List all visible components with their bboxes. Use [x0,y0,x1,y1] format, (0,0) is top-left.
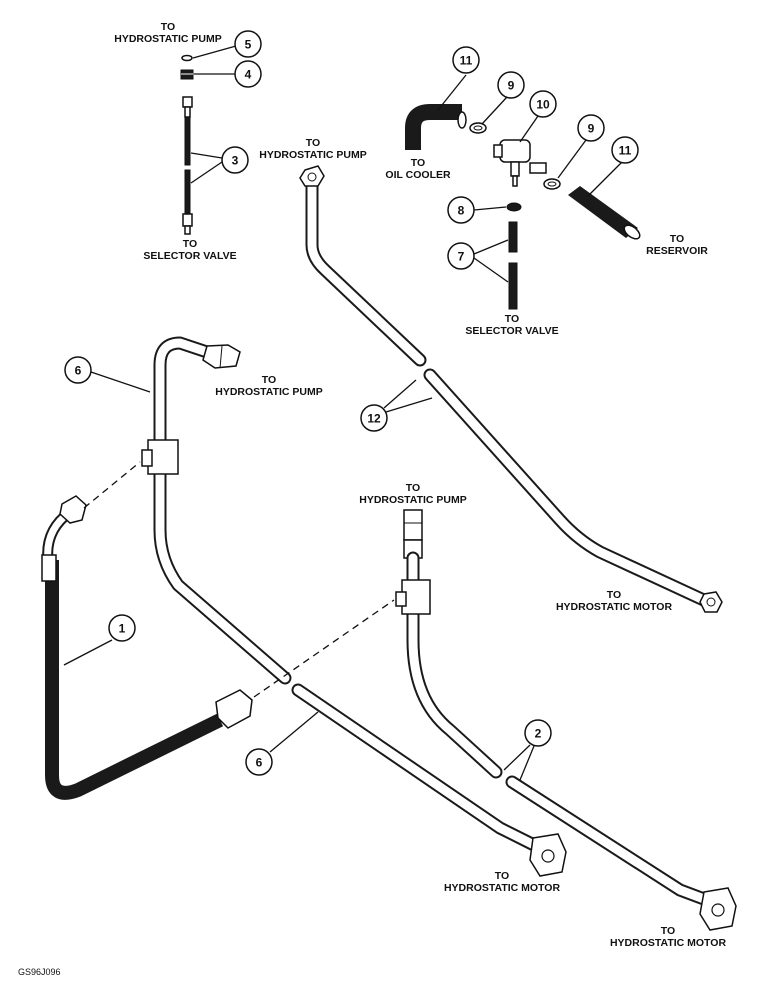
callout-9-left: 9 [481,71,525,125]
svg-text:RESERVOIR: RESERVOIR [646,245,708,257]
callout-4: 4 [194,60,262,88]
svg-text:TO: TO [670,233,684,245]
callout-6-upper: 6 [64,356,151,393]
tube-assembly-6 [141,336,567,877]
callout-number: 7 [458,250,465,264]
label-selector-valve-a: TO SELECTOR VALVE [143,238,236,262]
callout-2: 2 [503,719,552,781]
label-pump-center: TO HYDROSTATIC PUMP [359,482,467,506]
callout-11-top: 11 [437,46,480,111]
clamp-9-left [469,122,487,134]
svg-text:TO: TO [661,925,675,937]
figure-code: GS96J096 [18,967,61,977]
callout-number: 2 [535,727,542,741]
hose-assembly-1 [41,495,253,800]
label-pump-left: TO HYDROSTATIC PUMP [215,374,323,398]
callout-number: 12 [367,412,381,426]
tube-assembly-12 [299,165,723,613]
label-selector-valve-b: TO SELECTOR VALVE [465,313,558,337]
svg-text:TO: TO [411,157,425,169]
svg-text:HYDROSTATIC PUMP: HYDROSTATIC PUMP [359,494,467,506]
label-oil-cooler: TO OIL COOLER [385,157,451,181]
clamp-9-right [543,178,561,190]
callout-number: 4 [245,68,252,82]
svg-text:SELECTOR VALVE: SELECTOR VALVE [465,325,558,337]
svg-text:HYDROSTATIC PUMP: HYDROSTATIC PUMP [215,386,323,398]
callout-8: 8 [447,196,507,224]
callout-11-right: 11 [587,136,639,197]
label-motor-mid: TO HYDROSTATIC MOTOR [444,870,560,894]
label-pump-top: TO HYDROSTATIC PUMP [114,21,222,45]
fitting-4 [180,69,194,80]
callout-number: 6 [256,756,263,770]
callout-number: 5 [245,38,252,52]
callout-10: 10 [519,90,557,143]
svg-text:OIL COOLER: OIL COOLER [385,169,451,181]
callout-number: 9 [508,79,515,93]
assembly-dash-lines [83,461,395,698]
svg-text:TO: TO [183,238,197,250]
svg-text:HYDROSTATIC MOTOR: HYDROSTATIC MOTOR [556,601,672,613]
svg-text:SELECTOR VALVE: SELECTOR VALVE [143,250,236,262]
tee-fitting-10 [493,139,547,187]
callout-number: 1 [119,622,126,636]
hose-11-elbow [405,104,467,150]
callout-number: 8 [458,204,465,218]
svg-text:TO: TO [607,589,621,601]
svg-text:HYDROSTATIC MOTOR: HYDROSTATIC MOTOR [444,882,560,894]
hose-7 [508,221,518,310]
svg-text:TO: TO [505,313,519,325]
tube-assembly-3 [182,96,193,235]
callout-6-lower: 6 [245,711,319,776]
clamp-8 [506,202,522,212]
callout-1: 1 [63,614,136,666]
svg-text:TO: TO [495,870,509,882]
tube-assembly-2 [395,509,737,931]
callout-number: 6 [75,364,82,378]
label-reservoir: TO RESERVOIR [646,233,708,257]
callout-9-right: 9 [557,114,605,179]
svg-text:HYDROSTATIC PUMP: HYDROSTATIC PUMP [259,149,367,161]
callout-12: 12 [360,379,433,432]
callout-5: 5 [192,30,262,59]
svg-text:TO: TO [406,482,420,494]
label-motor-right: TO HYDROSTATIC MOTOR [556,589,672,613]
svg-text:TO: TO [161,21,175,33]
label-pump-mid: TO HYDROSTATIC PUMP [259,137,367,161]
callout-7: 7 [447,239,509,283]
callout-number: 10 [536,98,550,112]
callout-number: 3 [232,154,239,168]
o-ring-5 [181,54,193,62]
svg-text:HYDROSTATIC MOTOR: HYDROSTATIC MOTOR [610,937,726,949]
svg-text:TO: TO [306,137,320,149]
callout-3: 3 [190,146,249,184]
label-motor-bottom: TO HYDROSTATIC MOTOR [610,925,726,949]
callout-number: 11 [460,54,473,68]
svg-text:HYDROSTATIC PUMP: HYDROSTATIC PUMP [114,33,222,45]
svg-text:TO: TO [262,374,276,386]
callout-number: 9 [588,122,595,136]
hose-11-straight [568,186,641,240]
callout-number: 11 [619,144,632,158]
